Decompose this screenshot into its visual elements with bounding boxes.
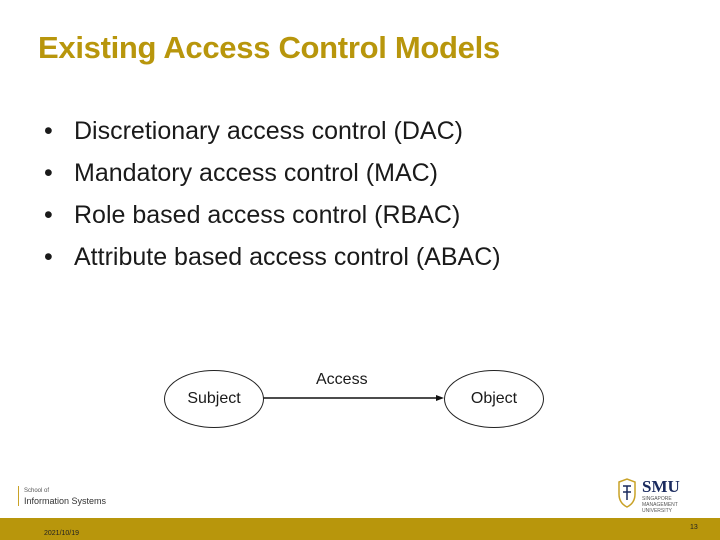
subject-label: Subject <box>187 390 241 407</box>
bullet-item: Role based access control (RBAC) <box>44 194 501 236</box>
bullet-item: Attribute based access control (ABAC) <box>44 236 501 278</box>
footer-bar <box>0 518 720 540</box>
access-label: Access <box>316 371 368 388</box>
page-number: 13 <box>690 524 698 531</box>
subject-node: Subject <box>164 370 264 428</box>
bullet-list: Discretionary access control (DAC) Manda… <box>44 110 501 278</box>
object-node: Object <box>444 370 544 428</box>
bullet-item: Mandatory access control (MAC) <box>44 152 501 194</box>
school-small-label: School of <box>24 488 50 494</box>
school-name: Information Systems <box>24 496 107 506</box>
bullet-item: Discretionary access control (DAC) <box>44 110 501 152</box>
slide-title: Existing Access Control Models <box>38 30 500 65</box>
school-logo: School of Information Systems <box>18 486 106 506</box>
smu-subtitle: SINGAPORE MANAGEMENT UNIVERSITY <box>642 496 678 514</box>
object-label: Object <box>470 390 518 407</box>
access-arrow-head <box>436 395 444 401</box>
smu-logo: SMU SINGAPORE MANAGEMENT UNIVERSITY <box>616 478 692 514</box>
footer-date: 2021/10/19 <box>44 530 80 537</box>
smu-crest-icon <box>618 478 636 508</box>
smu-logo-text: SMU <box>642 477 680 496</box>
